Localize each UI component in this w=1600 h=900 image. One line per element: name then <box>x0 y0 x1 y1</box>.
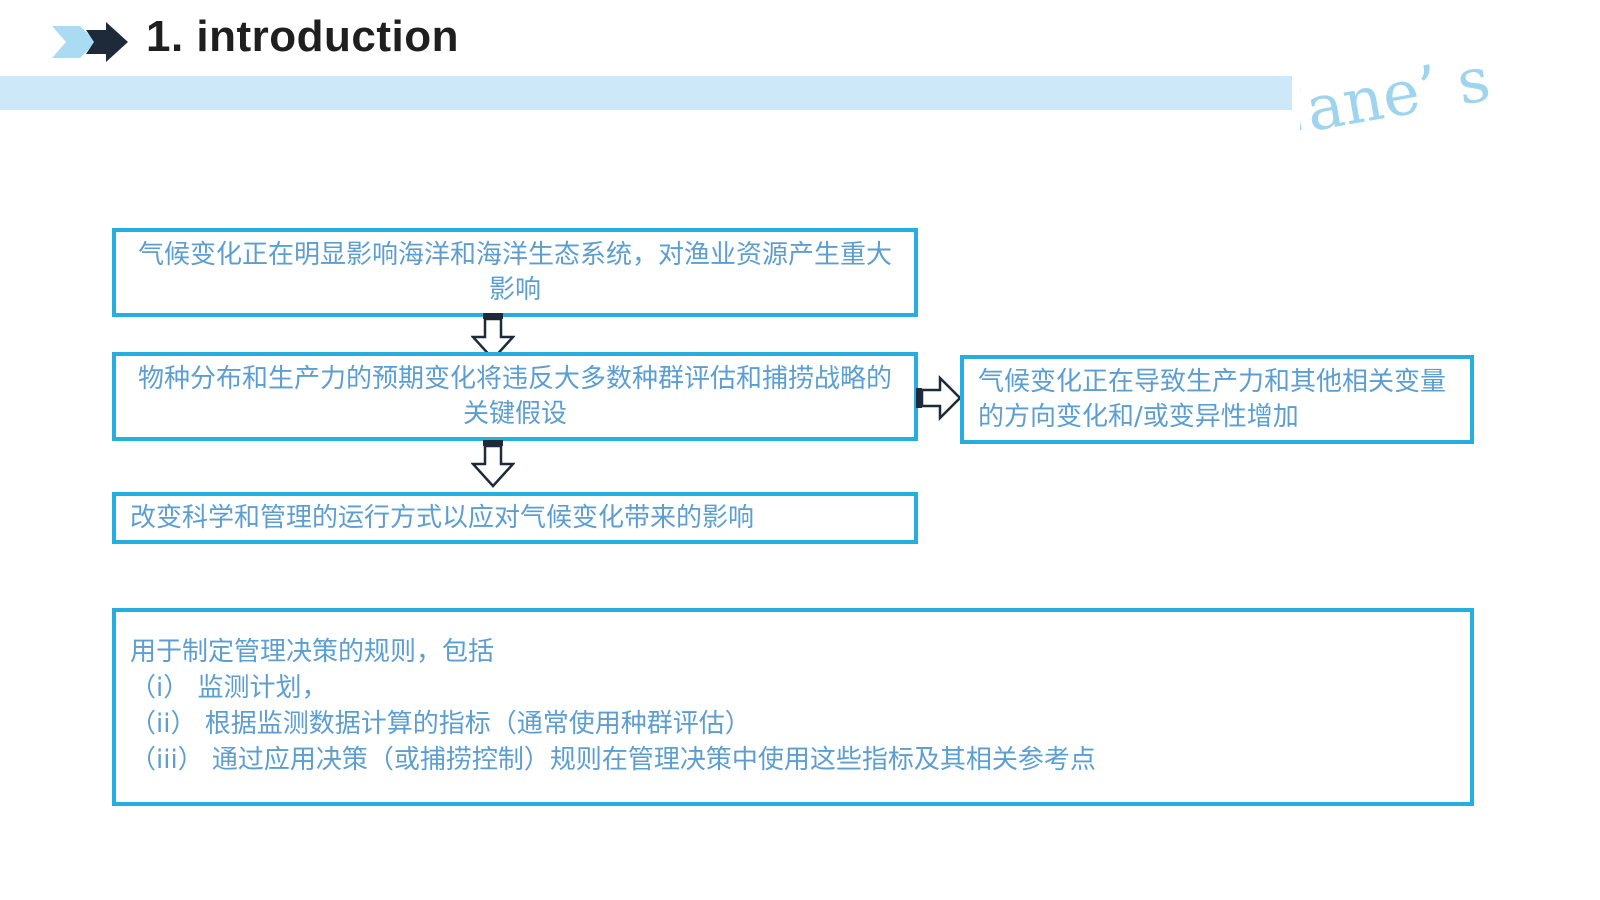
rules-heading: 用于制定管理决策的规则，包括 <box>130 637 495 667</box>
hollow-down-arrow-icon <box>470 311 516 361</box>
rules-item: （i） 监测计划， <box>130 673 328 703</box>
flow-box-text: 气候变化正在导致生产力和其他相关变量的方向变化和/或变异性增加 <box>978 366 1447 432</box>
flow-box-management-change: 改变科学和管理的运行方式以应对气候变化带来的影响 <box>112 492 918 544</box>
flow-box-text: 气候变化正在明显影响海洋和海洋生态系统，对渔业资源产生重大影响 <box>137 239 892 305</box>
flow-box-climate-impact: 气候变化正在明显影响海洋和海洋生态系统，对渔业资源产生重大影响 <box>112 228 918 317</box>
hollow-down-arrow-icon <box>470 438 516 488</box>
flow-box-text: 改变科学和管理的运行方式以应对气候变化带来的影响 <box>130 502 755 533</box>
flow-box-species-distribution: 物种分布和生产力的预期变化将违反大多数种群评估和捕捞战略的关键假设 <box>112 352 918 441</box>
header-bar <box>0 76 1292 110</box>
rules-item: （iii） 通过应用决策（或捕捞控制）规则在管理决策中使用这些指标及其相关参考点 <box>130 745 1096 775</box>
flow-box-text: 物种分布和生产力的预期变化将违反大多数种群评估和捕捞战略的关键假设 <box>137 363 892 429</box>
rules-box: 用于制定管理决策的规则，包括 （i） 监测计划， （ii） 根据监测数据计算的指… <box>112 608 1474 806</box>
double-chevron-arrow-icon <box>50 20 130 64</box>
watermark-logo: Jane’ s <box>1270 20 1590 151</box>
watermark-text: Jane’ s <box>1300 42 1495 130</box>
rules-item: （ii） 根据监测数据计算的指标（通常使用种群评估） <box>130 709 751 739</box>
hollow-right-arrow-icon <box>914 374 962 422</box>
flow-box-directional-change: 气候变化正在导致生产力和其他相关变量的方向变化和/或变异性增加 <box>960 355 1474 444</box>
page-title: 1. introduction <box>146 12 460 61</box>
